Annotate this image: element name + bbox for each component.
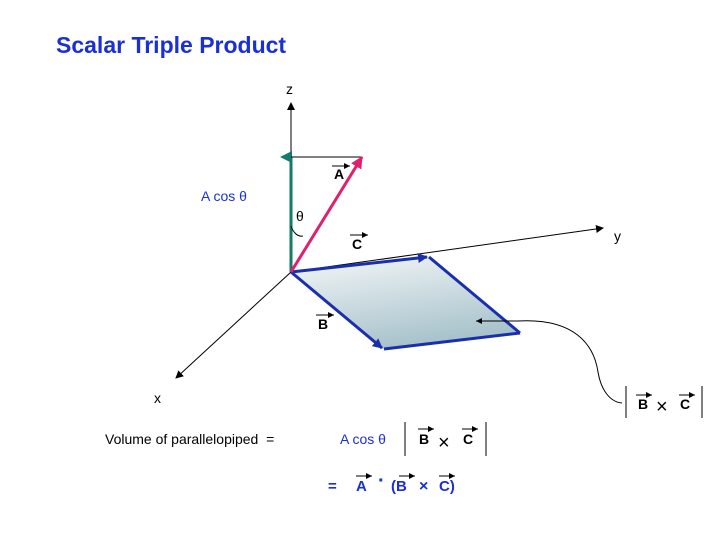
z-axis-label: z — [286, 81, 293, 97]
angle-arc — [290, 225, 304, 237]
label-c: C — [350, 232, 368, 252]
slide-title: Scalar Triple Product — [56, 32, 287, 58]
svg-text:C): C) — [439, 478, 455, 495]
x-axis-label: x — [154, 390, 161, 406]
edge-near — [383, 331, 521, 351]
svg-text:C: C — [463, 431, 473, 447]
svg-text:×: × — [419, 478, 428, 495]
svg-text:A: A — [334, 166, 344, 182]
angle-theta-label: θ — [296, 208, 304, 224]
label-a: A — [332, 163, 350, 182]
svg-text:=: = — [328, 478, 337, 495]
svg-text:×: × — [438, 432, 450, 454]
pointer-curve — [517, 320, 623, 404]
formula-line-1: Volume of parallelopiped = A cos θ B × C — [105, 422, 487, 456]
x-axis — [175, 271, 292, 379]
svg-text:B: B — [419, 431, 429, 447]
svg-text:C: C — [352, 236, 362, 252]
formula-line-2: = A · (B × C) — [328, 470, 455, 495]
a-cos-theta-label: A cos θ — [201, 188, 247, 204]
svg-text:×: × — [656, 396, 668, 418]
formula-prefix: Volume of parallelopiped = — [105, 431, 274, 447]
vector-a-arrow — [289, 156, 364, 273]
formula-a-cos-theta: A cos θ — [340, 431, 386, 447]
bxc-magnitude-box: B × C — [625, 386, 703, 418]
vector-b-arrow — [290, 270, 383, 350]
vector-c-arrow — [290, 253, 428, 274]
svg-text:A: A — [356, 478, 367, 495]
svg-text:(B: (B — [391, 478, 407, 495]
y-axis-label: y — [614, 228, 621, 244]
label-b: B — [316, 312, 334, 332]
y-axis — [290, 225, 604, 273]
parallelogram-face — [291, 257, 520, 349]
svg-text:C: C — [680, 396, 690, 412]
svg-text:·: · — [378, 470, 385, 492]
svg-text:B: B — [638, 396, 648, 412]
edge-far — [428, 255, 521, 335]
svg-text:B: B — [318, 316, 328, 332]
